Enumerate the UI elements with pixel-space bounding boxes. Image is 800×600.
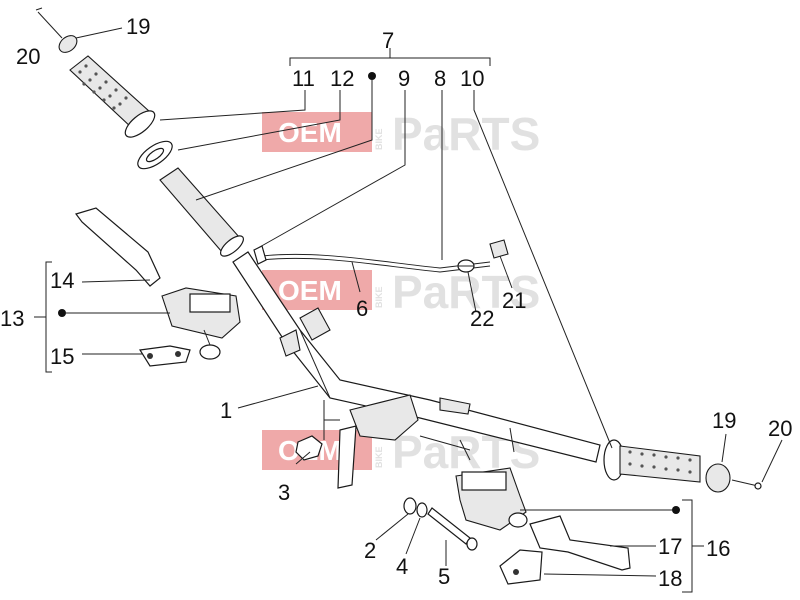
left-brake-lever	[75, 207, 161, 287]
callout-2: 2	[364, 538, 376, 563]
watermark-parts: PaRTS	[392, 266, 540, 318]
callout-19-top: 19	[126, 14, 150, 39]
bar-end-weight-right	[705, 463, 762, 493]
left-grip	[69, 55, 156, 138]
bar-end-weight-left	[35, 7, 78, 53]
cable-fitting-21	[489, 239, 509, 259]
callout-8: 8	[434, 66, 446, 91]
bolt-5	[427, 507, 478, 551]
callout-7: 7	[382, 28, 394, 53]
callout-22: 22	[470, 306, 494, 331]
handlebar-part	[232, 251, 601, 489]
cable-fitting-22	[457, 259, 475, 273]
right-grip	[603, 439, 701, 483]
washer-2	[403, 497, 417, 515]
watermark-middle: OEM BIKE PaRTS	[262, 266, 540, 318]
callout-12: 12	[330, 66, 354, 91]
left-master-cylinder	[161, 287, 241, 360]
watermark-oem: OEM	[278, 275, 342, 306]
callout-20-top: 20	[16, 44, 40, 69]
left-washer	[137, 140, 173, 170]
watermark-parts: PaRTS	[392, 108, 540, 160]
watermark-bike: BIKE	[374, 128, 384, 150]
callout-15: 15	[50, 344, 74, 369]
callout-4: 4	[396, 554, 408, 579]
callout-16: 16	[706, 536, 730, 561]
callout-5: 5	[438, 564, 450, 589]
watermark-oem: OEM	[278, 117, 342, 148]
callout-11: 11	[292, 66, 315, 91]
callout-17: 17	[658, 534, 682, 559]
right-master-cylinder	[455, 467, 528, 531]
callout-21: 21	[502, 288, 526, 313]
left-clamp	[138, 345, 191, 367]
callout-14: 14	[50, 268, 74, 293]
watermark-bike: BIKE	[374, 446, 384, 468]
callout-10: 10	[460, 66, 484, 91]
right-clamp	[499, 549, 543, 585]
callout-9: 9	[398, 66, 410, 91]
nut-3	[295, 435, 323, 461]
right-brake-lever	[529, 515, 631, 571]
callout-19-right: 19	[712, 408, 736, 433]
washer-4	[416, 502, 428, 518]
throttle-cable	[253, 245, 491, 273]
watermark-top: OEM BIKE PaRTS	[262, 108, 540, 160]
callout-20-right: 20	[768, 416, 792, 441]
callout-3: 3	[278, 480, 290, 505]
callout-labels: 20 19 7 11 12 9 8 10 14 13 15 6 21 22 1 …	[0, 14, 792, 591]
callout-13: 13	[0, 306, 24, 331]
callout-1: 1	[220, 398, 232, 423]
leader-lines	[34, 27, 783, 593]
callout-6: 6	[356, 296, 368, 321]
callout-18: 18	[658, 566, 682, 591]
throttle-tube	[159, 167, 244, 257]
watermark-bike: BIKE	[374, 286, 384, 308]
